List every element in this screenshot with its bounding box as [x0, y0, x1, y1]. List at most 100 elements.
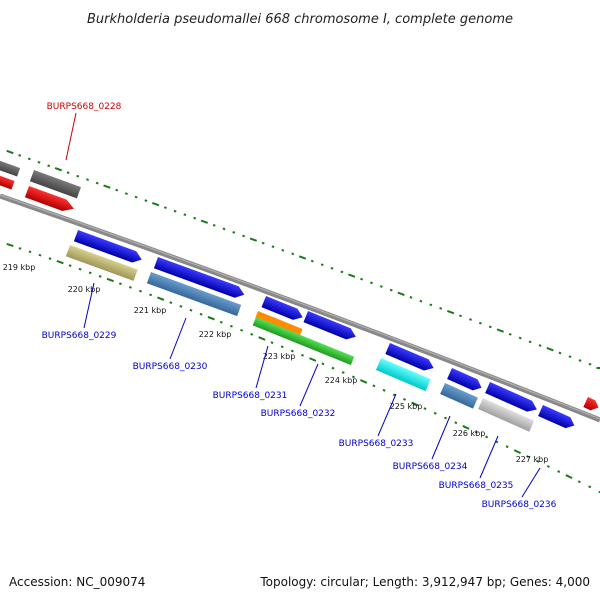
minor-tick-mark	[169, 301, 173, 304]
gene-feature[interactable]	[583, 397, 600, 413]
gene-feature-burps668-0228[interactable]	[24, 186, 76, 214]
minor-tick-mark	[95, 181, 99, 185]
major-tick-mark	[56, 259, 64, 265]
minor-tick-mark	[149, 293, 153, 297]
tick-label: 223 kbp	[263, 352, 296, 361]
major-tick-mark	[462, 425, 470, 430]
minor-tick-mark	[351, 375, 355, 379]
minor-tick-mark	[199, 312, 203, 316]
major-tick-mark	[359, 379, 368, 384]
gene-feature[interactable]	[261, 296, 305, 323]
minor-tick-mark	[281, 248, 285, 252]
gene-label[interactable]: BURPS668_0235	[439, 481, 514, 491]
genome-backbone	[0, 193, 600, 423]
tick-label: 220 kbp	[68, 285, 101, 294]
minor-tick-mark	[310, 259, 314, 263]
minor-tick-mark	[28, 250, 32, 254]
minor-tick-mark	[240, 328, 244, 332]
major-tick-mark	[103, 184, 111, 189]
gene-label[interactable]: BURPS668_0234	[393, 462, 468, 472]
minor-tick-mark	[538, 344, 542, 347]
gene-feature-burps668-0232[interactable]	[252, 317, 355, 366]
minor-tick-mark	[47, 164, 51, 168]
minor-tick-mark	[98, 275, 102, 278]
gene-feature[interactable]	[385, 343, 436, 374]
minor-tick-mark	[18, 154, 22, 157]
gene-feature-gray[interactable]	[29, 170, 81, 199]
minor-tick-mark	[341, 371, 345, 374]
tick-label: 222 kbp	[199, 330, 232, 339]
minor-tick-mark	[331, 366, 335, 370]
minor-tick-mark	[474, 430, 478, 434]
minor-tick-mark	[518, 336, 522, 340]
gene-label[interactable]: BURPS668_0229	[42, 331, 117, 341]
tick-label: 227 kbp	[516, 455, 549, 464]
minor-tick-mark	[280, 345, 284, 349]
gene-feature[interactable]	[0, 159, 21, 177]
gene-feature-burps668-0234[interactable]	[440, 383, 478, 409]
minor-tick-mark	[124, 192, 128, 195]
minor-tick-mark	[27, 157, 31, 161]
minor-tick-mark	[68, 264, 72, 267]
minor-tick-mark	[229, 324, 233, 328]
minor-tick-mark	[433, 411, 437, 415]
gene-label[interactable]: BURPS668_0232	[261, 409, 336, 419]
minor-tick-mark	[588, 485, 592, 489]
minor-tick-mark	[139, 289, 142, 293]
gene-feature-burps668-0235[interactable]	[478, 398, 535, 432]
gene-label[interactable]: BURPS668_0236	[482, 500, 557, 510]
genome-backbone-highlight	[0, 194, 600, 420]
gene-label[interactable]: BURPS668_0228	[47, 102, 122, 112]
minor-tick-mark	[536, 460, 540, 463]
gene-feature[interactable]	[447, 368, 484, 393]
minor-tick-mark	[423, 407, 427, 411]
major-tick-mark	[207, 315, 215, 321]
minor-tick-mark	[232, 231, 236, 234]
major-tick-mark	[298, 255, 307, 260]
minor-tick-mark	[66, 171, 70, 175]
minor-tick-mark	[242, 234, 246, 238]
gene-label[interactable]: BURPS668_0231	[213, 391, 288, 401]
major-tick-mark	[249, 237, 258, 242]
gene-feature[interactable]	[153, 257, 246, 300]
gene-label-leader	[255, 345, 269, 389]
major-tick-mark	[446, 309, 455, 315]
gene-feature[interactable]	[485, 382, 539, 415]
minor-tick-mark	[568, 355, 572, 359]
gene-label[interactable]: BURPS668_0230	[133, 362, 208, 372]
minor-tick-mark	[526, 455, 530, 459]
gene-label[interactable]: BURPS668_0233	[339, 439, 414, 449]
minor-tick-mark	[118, 282, 122, 286]
major-tick-mark	[6, 242, 14, 248]
gene-labels: BURPS668_0228BURPS668_0229BURPS668_0230B…	[42, 102, 557, 510]
gene-feature-burps668-0230[interactable]	[146, 272, 242, 317]
tick-label: 224 kbp	[325, 376, 358, 385]
gene-label-leader	[299, 363, 319, 407]
minor-tick-mark	[163, 206, 167, 209]
minor-tick-mark	[469, 318, 472, 321]
gene-feature[interactable]	[73, 230, 144, 265]
minor-tick-mark	[330, 266, 334, 270]
major-tick-mark	[157, 296, 165, 301]
gene-feature-burps668-0229[interactable]	[65, 245, 138, 281]
minor-tick-mark	[578, 359, 582, 362]
gene-label-leader	[83, 282, 95, 329]
minor-tick-mark	[37, 160, 41, 164]
minor-tick-mark	[261, 241, 265, 245]
major-tick-mark	[596, 367, 600, 369]
gene-feature[interactable]	[303, 311, 359, 342]
minor-tick-mark	[557, 470, 561, 474]
minor-tick-mark	[18, 247, 22, 250]
gene-feature-burps668-0231[interactable]	[255, 311, 303, 336]
tick-label: 225 kbp	[390, 402, 423, 411]
major-tick-mark	[496, 328, 504, 333]
gene-feature[interactable]	[0, 174, 15, 190]
gene-label-leader	[65, 112, 77, 161]
minor-tick-mark	[48, 257, 52, 260]
minor-tick-mark	[219, 320, 223, 324]
gene-feature[interactable]	[538, 405, 577, 431]
map-title: Burkholderia pseudomallei 668 chromosome…	[87, 12, 513, 27]
minor-tick-mark	[144, 199, 148, 202]
gene-feature-burps668-0233[interactable]	[375, 358, 431, 392]
minor-tick-mark	[183, 213, 187, 217]
